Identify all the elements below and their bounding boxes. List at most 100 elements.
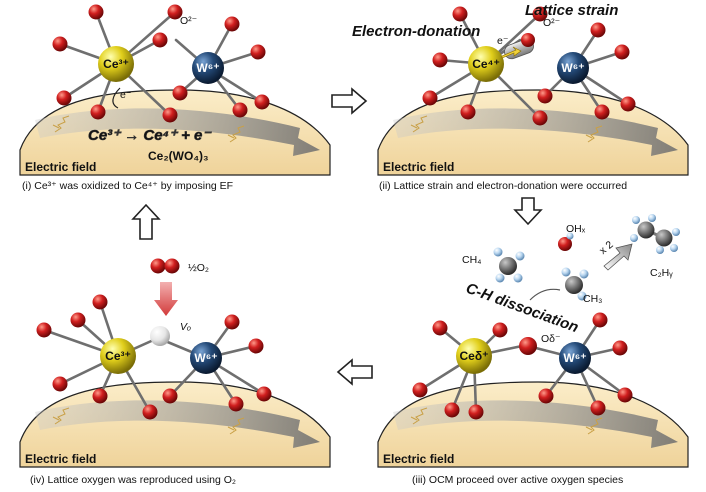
- ce-atom: [468, 46, 504, 82]
- w-atom: [557, 52, 589, 84]
- hydroxyl-oxygen: [558, 237, 572, 251]
- hydrogen-atom: [632, 216, 640, 224]
- carbon-atom: [637, 221, 655, 239]
- carbon-atom: [499, 257, 517, 275]
- ce-atom: [456, 338, 492, 374]
- oxygen-atom: [521, 33, 535, 47]
- panel-i: Electric field Ce³⁺ W⁶⁺ O²⁻ e⁻ Ce³⁺ → Ce⁴⁺ + …: [19, 4, 331, 176]
- electric-field-label: Electric field: [25, 160, 96, 174]
- ce-atom: [98, 46, 134, 82]
- ch-dissociation-title: C-H dissociation: [464, 280, 581, 336]
- caption-panel-i: (i) Ce³⁺ was oxidized to Ce⁴⁺ by imposin…: [22, 180, 234, 192]
- caption-panel-iii: (iii) OCM proceed over active oxygen spe…: [412, 474, 624, 486]
- oxygen-atom: [612, 340, 628, 356]
- oxygen-atom: [52, 376, 68, 392]
- reaction-equation: Ce³⁺ → Ce⁴⁺ + e⁻: [88, 127, 212, 144]
- methane-label: CH₄: [462, 254, 481, 266]
- oxygen-atom: [422, 90, 438, 106]
- oxygen-atom: [162, 388, 178, 404]
- hydroxyl-label: OHₓ: [566, 223, 586, 235]
- oxygen-atom: [162, 107, 178, 123]
- crack-mark: [585, 417, 603, 435]
- oxygen-atom: [532, 6, 548, 22]
- gradient-arrow-icon: [393, 400, 678, 448]
- active-oxygen-label: Oδ⁻: [541, 333, 561, 345]
- caption-panel-iv: (iv) Lattice oxygen was reproduced using…: [30, 474, 237, 486]
- x2-arrow: [603, 243, 633, 271]
- electron-path: [112, 87, 121, 109]
- hydrogen-atom: [656, 246, 664, 254]
- electron-donation-title: Electron-donation: [352, 23, 480, 40]
- oxygen-atom: [228, 396, 244, 412]
- w-atom: [190, 342, 222, 374]
- w-atom: [192, 52, 224, 84]
- compound-label: Ce₂(WO₄)₃: [148, 149, 209, 163]
- vacancy-label: Vₒ: [180, 321, 191, 333]
- oxygen-atom: [256, 386, 272, 402]
- hydroxyl-hydrogen: [566, 232, 574, 240]
- crack-mark: [410, 407, 428, 425]
- oxygen-atom: [432, 52, 448, 68]
- w-label: W⁶⁺: [561, 61, 584, 75]
- caption-panel-ii: (ii) Lattice strain and electron-donatio…: [379, 180, 628, 192]
- hydrogen-atom: [495, 273, 505, 283]
- hydrogen-atom: [577, 291, 587, 301]
- oxygen-atom: [444, 402, 460, 418]
- crack-mark: [227, 417, 245, 435]
- hydrogen-atom: [515, 251, 525, 261]
- oxygen-atom: [52, 36, 68, 52]
- w-label: W⁶⁺: [196, 61, 219, 75]
- oxygen-atom: [92, 294, 108, 310]
- crack-mark: [52, 115, 70, 133]
- cycle-arrow-icon: [513, 197, 543, 226]
- hydrogen-atom: [493, 247, 503, 257]
- oxygen-atom: [224, 16, 240, 32]
- oxygen-atom: [248, 338, 264, 354]
- active-oxygen-atom: [519, 337, 537, 355]
- oxygen-atom: [56, 90, 72, 106]
- oxygen-atom: [532, 110, 548, 126]
- oxygen-atom: [452, 6, 468, 22]
- oxygen-atom: [164, 258, 180, 274]
- oxygen-atom: [152, 32, 168, 48]
- ce-label: Ceδ⁺: [460, 349, 489, 363]
- hydrogen-atom: [630, 234, 638, 242]
- carbon-atom: [565, 276, 583, 294]
- oxygen-atom: [468, 404, 484, 420]
- hydrogen-atom: [648, 214, 656, 222]
- oxygen-atom: [167, 4, 183, 20]
- oxygen-atom: [620, 96, 636, 112]
- carbon-atom: [655, 229, 673, 247]
- reaction-path: [529, 288, 561, 301]
- oxygen-atom: [232, 102, 248, 118]
- lattice-strain-title: Lattice strain: [525, 2, 618, 19]
- oxygen-atom: [150, 258, 166, 274]
- ethylene-ethane-label: C₂Hᵧ: [650, 267, 673, 279]
- electric-field-label: Electric field: [383, 452, 454, 466]
- oxygen-atom: [614, 44, 630, 60]
- electron-label: e⁻: [120, 89, 132, 101]
- half-oxygen-label: ½O₂: [188, 262, 209, 274]
- oxygen-atom: [254, 94, 270, 110]
- hydrogen-atom: [561, 267, 571, 277]
- oxygen-atom: [460, 104, 476, 120]
- oxygen-atom: [172, 85, 188, 101]
- hydrogen-atom: [513, 273, 523, 283]
- gradient-arrow-icon: [393, 108, 678, 156]
- crack-mark: [410, 115, 428, 133]
- crack-mark: [52, 407, 70, 425]
- cycle-arrow-icon: [336, 358, 373, 386]
- oxygen-inflow-arrow: [154, 282, 178, 316]
- oxygen-atom: [492, 322, 508, 338]
- methyl-label: CH₃: [583, 293, 602, 305]
- ce-atom: [100, 338, 136, 374]
- electron-donation-arrow: [501, 46, 522, 59]
- oxygen-atom: [594, 104, 610, 120]
- oxygen-atom: [590, 400, 606, 416]
- ce-label: Ce³⁺: [105, 349, 131, 363]
- ce-label: Ce³⁺: [103, 57, 129, 71]
- oxygen-ion-label: O²⁻: [180, 15, 198, 27]
